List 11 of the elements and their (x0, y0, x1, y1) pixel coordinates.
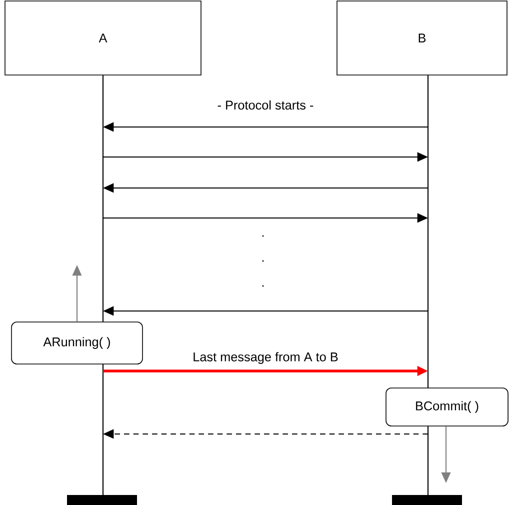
lifeline (427, 74, 429, 496)
ellipsis-dot: . (262, 285, 264, 287)
method-box: ARunning( ) (11, 322, 143, 364)
ellipsis-dot: . (262, 260, 264, 262)
participant-box: B (336, 0, 508, 76)
lifeline (102, 74, 104, 496)
edge-label: Last message from A to B (191, 350, 340, 366)
participant-box: A (4, 0, 202, 76)
method-box: BCommit( ) (386, 388, 508, 426)
ellipsis-dot: . (262, 235, 264, 237)
edge-label: - Protocol starts - (216, 99, 316, 111)
